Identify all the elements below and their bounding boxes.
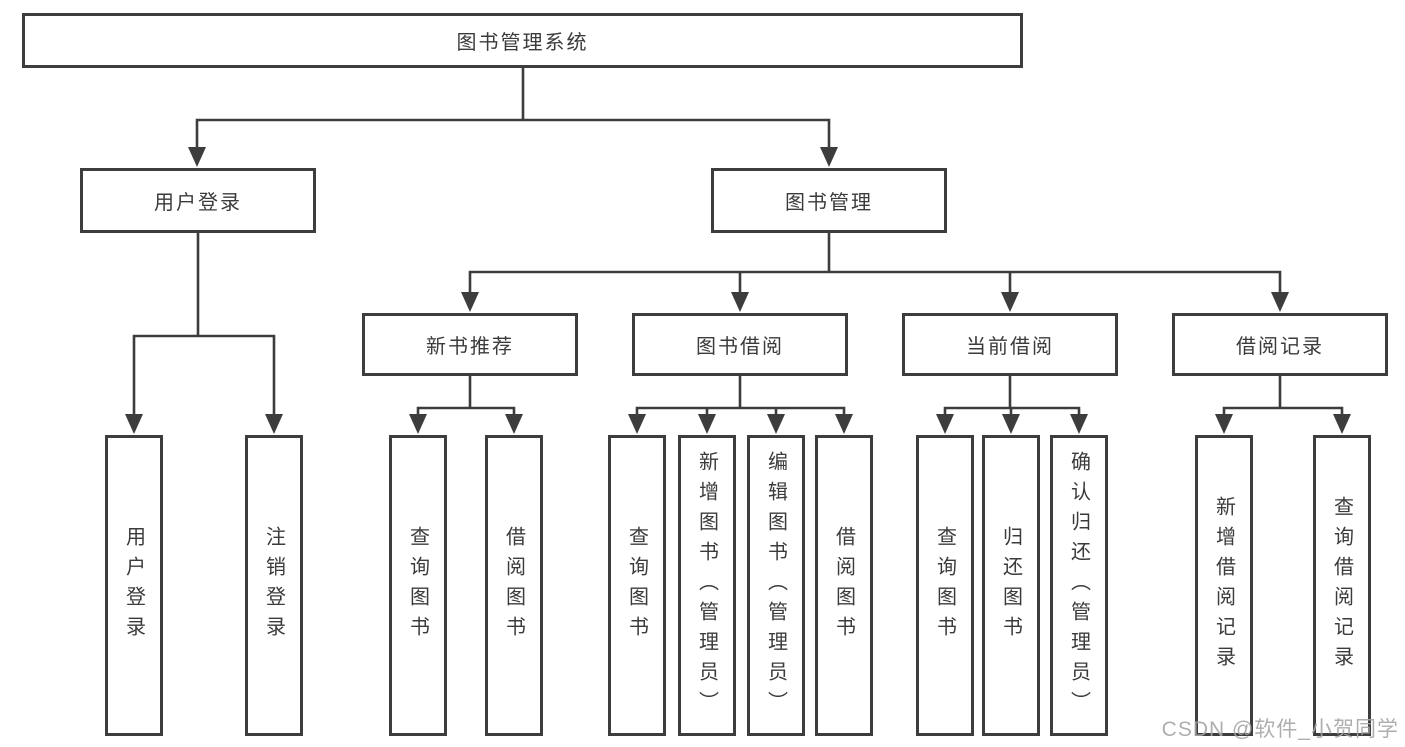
leaf-add-books-admin: 新增图书（管理员） <box>678 435 736 736</box>
leaf-edit-books-admin: 编辑图书（管理员） <box>747 435 805 736</box>
leaf-logout: 注销登录 <box>245 435 303 736</box>
leaf-borrow-books-1: 借阅图书 <box>485 435 543 736</box>
leaf-return-books: 归还图书 <box>982 435 1040 736</box>
node-book-management: 图书管理 <box>711 168 947 233</box>
leaf-confirm-return-admin: 确认归还（管理员） <box>1050 435 1108 736</box>
csdn-watermark: CSDN @软件_小贺同学 <box>1161 718 1399 741</box>
node-new-book-recommend: 新书推荐 <box>362 313 578 376</box>
leaf-query-books-3: 查询图书 <box>916 435 974 736</box>
leaf-query-borrow-record: 查询借阅记录 <box>1313 435 1371 736</box>
leaf-query-books-1: 查询图书 <box>389 435 447 736</box>
connector-lines <box>132 68 1344 416</box>
leaf-borrow-books-2: 借阅图书 <box>815 435 873 736</box>
node-user-login: 用户登录 <box>80 168 316 233</box>
node-root: 图书管理系统 <box>22 13 1023 68</box>
node-borrow-records: 借阅记录 <box>1172 313 1388 376</box>
node-book-borrowing: 图书借阅 <box>632 313 848 376</box>
node-current-borrowing: 当前借阅 <box>902 313 1118 376</box>
leaf-user-login: 用户登录 <box>105 435 163 736</box>
leaf-add-borrow-record: 新增借阅记录 <box>1195 435 1253 736</box>
leaf-query-books-2: 查询图书 <box>608 435 666 736</box>
